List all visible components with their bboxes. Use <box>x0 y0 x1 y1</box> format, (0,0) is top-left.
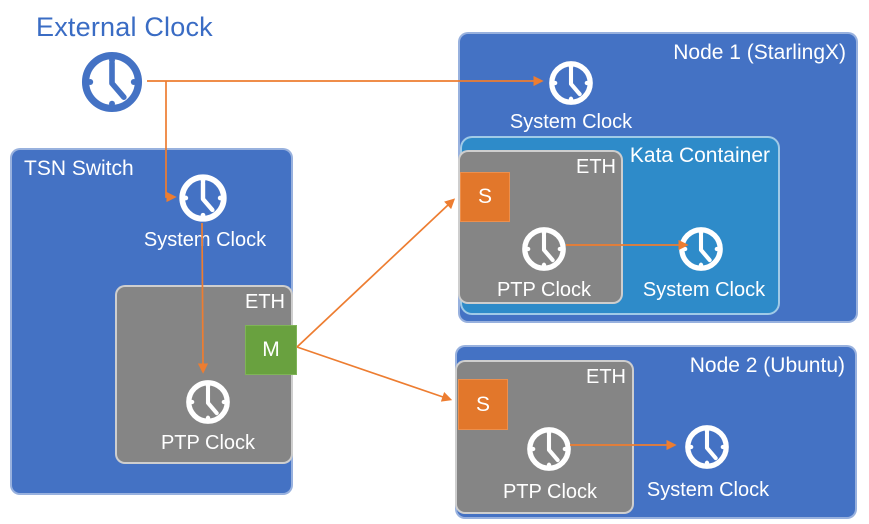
node1-eth-label: ETH <box>576 156 616 178</box>
node2-label: Node 2 (Ubuntu) <box>689 354 845 377</box>
node1-system-clock-label: System Clock <box>509 111 633 133</box>
tsn-switch-label: TSN Switch <box>24 157 134 180</box>
kata-container-label: Kata Container <box>629 144 770 167</box>
node2-system-clock-icon <box>683 423 731 471</box>
tsn-master-port-badge: M <box>245 325 297 375</box>
arrow-master-to-node1-slave <box>296 198 456 348</box>
tsn-switch-box: TSN Switch System Clock ETH M PTP Clock <box>10 148 297 495</box>
external-clock-title: External Clock <box>36 12 213 42</box>
kata-system-clock-icon <box>677 225 725 273</box>
node1-ptp-clock-label: PTP Clock <box>496 279 592 301</box>
node2-eth-box: ETH S PTP Clock <box>455 360 634 514</box>
arrow-master-to-node2-slave <box>296 346 453 402</box>
node2-slave-port-badge: S <box>458 379 508 430</box>
node1-eth-box: ETH S PTP Clock <box>458 150 623 304</box>
node1-system-clock-icon <box>547 59 595 107</box>
node2-box: Node 2 (Ubuntu) ETH S PTP Clock System C… <box>455 345 857 519</box>
kata-system-clock-label: System Clock <box>642 279 766 301</box>
node1-label: Node 1 (StarlingX) <box>673 41 846 64</box>
tsn-eth-label: ETH <box>245 291 285 313</box>
node2-ptp-clock-label: PTP Clock <box>502 481 598 503</box>
node1-slave-port-badge: S <box>460 172 510 222</box>
tsn-ptp-clock-icon <box>184 378 232 426</box>
tsn-system-clock-icon <box>177 172 229 224</box>
tsn-system-clock-label: System Clock <box>143 229 267 251</box>
node2-eth-label: ETH <box>586 366 626 388</box>
external-clock-icon <box>79 49 145 115</box>
node1-box: Node 1 (StarlingX) System Clock Kata Con… <box>458 32 858 323</box>
node2-ptp-clock-icon <box>525 425 573 473</box>
tsn-ptp-clock-label: PTP Clock <box>160 432 256 454</box>
node1-ptp-clock-icon <box>520 225 568 273</box>
tsn-eth-box: ETH M PTP Clock <box>115 285 297 464</box>
node2-system-clock-label: System Clock <box>646 479 770 501</box>
